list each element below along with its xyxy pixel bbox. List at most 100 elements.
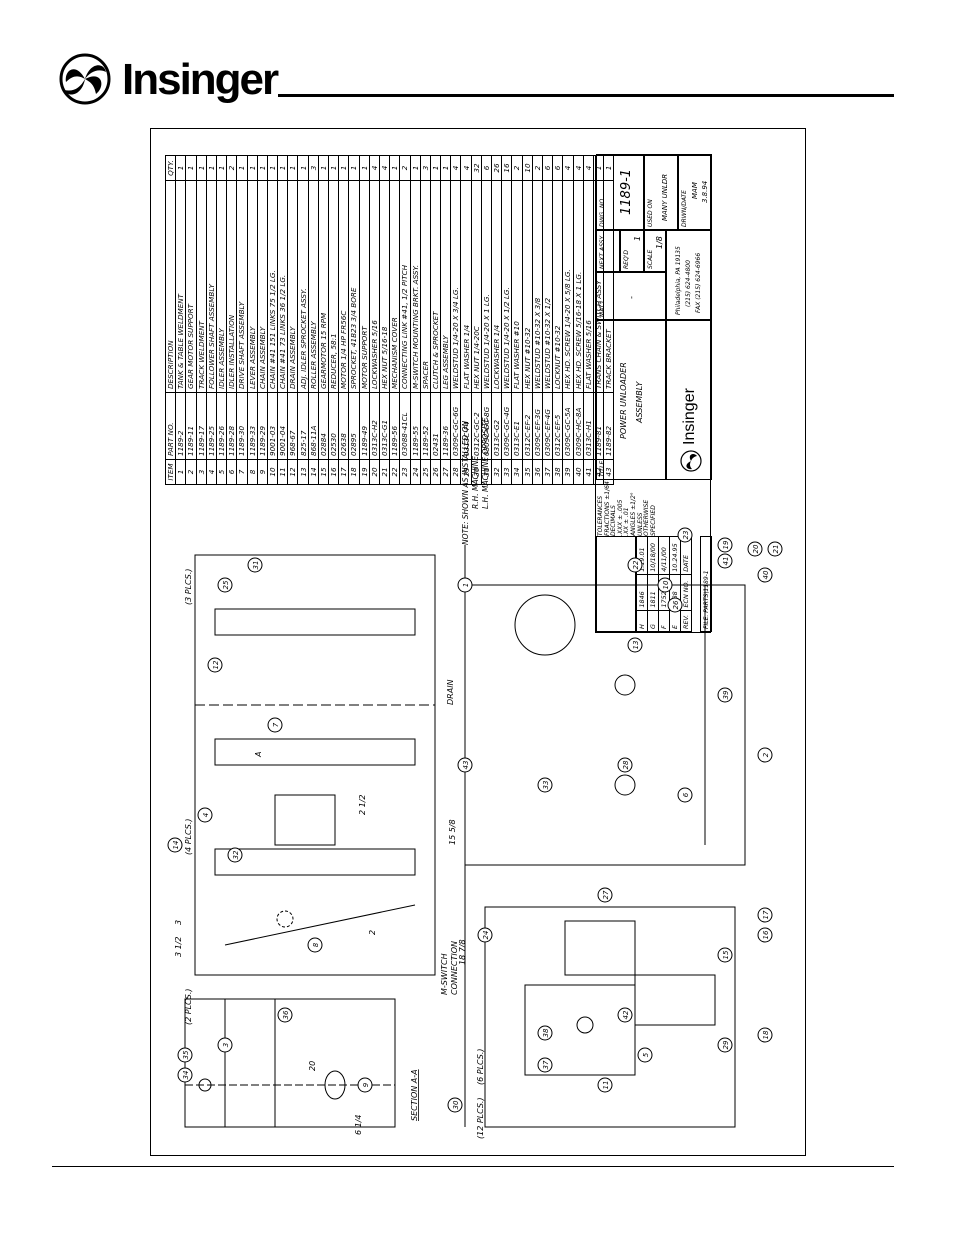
- bom-item: 9: [257, 459, 268, 485]
- bom-part-number: 868-11A: [308, 392, 319, 460]
- bom-description: GEARMOTOR 15 RPM: [318, 180, 329, 393]
- title-block: H18461.19.01G181110/18/00F17524/11/00E12…: [595, 154, 712, 633]
- bom-item: 22: [389, 459, 400, 485]
- item-balloon-number: 19: [722, 540, 730, 549]
- bom-item: 28: [450, 459, 461, 485]
- bom-header-item: ITEM: [165, 459, 176, 485]
- item-balloon-number: 14: [172, 841, 180, 850]
- m-switch-connection-label: CONNECTION: [450, 941, 459, 995]
- roller-left: [214, 848, 416, 876]
- bom-description: ROLLER ASSEMBLY: [308, 180, 319, 393]
- item-balloon: [477, 927, 493, 943]
- bom-part-number: 0309C-GC-4G: [501, 392, 512, 460]
- item-balloon: [757, 927, 773, 943]
- item-balloon: [537, 1025, 553, 1041]
- gearmotor-body: [514, 594, 576, 656]
- motor-support-outline: [564, 920, 636, 976]
- bom-part-number: 1189-52: [420, 392, 431, 460]
- matl-value: -: [627, 296, 636, 299]
- bom-item: 38: [552, 459, 563, 485]
- bom-header-qty: QTY.: [165, 155, 176, 181]
- bom-qty: 1: [348, 155, 360, 181]
- item-balloon-number: 10: [662, 580, 670, 589]
- bom-header-part: PART NO.: [165, 392, 176, 460]
- item-balloon-number: 35: [182, 1050, 190, 1059]
- bom-qty: 6: [552, 155, 563, 181]
- bom-item: 26: [430, 459, 441, 485]
- plcs-12: (12 PLCS.): [476, 1097, 485, 1139]
- roller-table-outline: [194, 554, 436, 976]
- bom-qty: 4: [460, 155, 472, 181]
- item-balloon: [207, 657, 223, 673]
- drawn-label: DRWN/DATE: [681, 190, 688, 227]
- bom-qty: 32: [471, 155, 482, 181]
- section-aa-label: SECTION A-A: [410, 1069, 419, 1121]
- item-balloon: [657, 577, 673, 593]
- bom-qty: 3: [308, 155, 319, 181]
- bom-item: 23: [399, 459, 410, 485]
- roller-middle: [214, 738, 416, 766]
- mechanism-cover-outline: [484, 906, 736, 1128]
- bom-qty: 26: [491, 155, 502, 181]
- section-aa-track-outline: [184, 998, 396, 1128]
- bom-part-number: 0309C-EF-4G: [542, 392, 553, 460]
- dim-18-78: 18 7/8: [458, 939, 467, 965]
- bom-item: 19: [359, 459, 370, 485]
- item-balloon: [717, 1037, 733, 1053]
- dim-20: 20: [308, 1061, 317, 1071]
- item-balloon-number: 28: [622, 760, 630, 769]
- bom-qty: 1: [410, 155, 421, 181]
- bom-part-number: 1189-17: [196, 392, 207, 460]
- item-balloon-number: 42: [622, 1010, 630, 1019]
- next-assy-label: NEXT ASSY: [599, 235, 606, 269]
- tank-outline: [464, 584, 746, 866]
- drawing-number: 1189-1: [619, 168, 634, 215]
- section-mark-a: A: [254, 752, 263, 758]
- bom-description: CHAIN ASSEMBLY: [257, 180, 268, 393]
- bom-part-number: 0312C-EF-5: [552, 392, 563, 460]
- insinger-small-logo-icon: [680, 450, 702, 472]
- item-balloon-number: 12: [212, 660, 220, 669]
- idler-sprocket-1: [614, 774, 636, 796]
- dim-15-58: 15 5/8: [448, 819, 457, 845]
- bom-description: WELDSTUD 1/4-20 X 3/4 LG.: [450, 180, 461, 393]
- item-balloon: [717, 553, 733, 569]
- bom-header-row: ITEM PART NO. DESCRIPTION QTY.: [165, 155, 176, 485]
- item-balloon: [447, 1097, 463, 1113]
- bom-description: FOLLOWER SHAFT ASSEMBLY: [206, 180, 217, 393]
- bom-part-number: 1189-28: [226, 392, 237, 460]
- plcs-3: (3 PLCS.): [184, 568, 193, 605]
- bom-qty: 1: [359, 155, 370, 181]
- bom-qty: 6: [542, 155, 553, 181]
- bom-part-number: 0309C-GC-5A: [562, 392, 573, 460]
- bom-description: HEX HD. SCREW 5/16-18 X 1 LG.: [573, 180, 584, 393]
- item-balloon: [627, 637, 643, 653]
- bom-qty: 1: [430, 155, 441, 181]
- idler-sprocket-2: [614, 674, 636, 696]
- bom-qty: 1: [185, 155, 197, 181]
- bom-description: CONNECTING LINK #41, 1/2 PITCH: [399, 180, 410, 393]
- bom-item: 12: [287, 459, 298, 485]
- bom-description: M-SWITCH MOUNTING BRKT. ASSY.: [410, 180, 421, 393]
- item-balloon: [637, 1047, 653, 1063]
- item-balloon: [217, 1037, 233, 1053]
- bom-part-number: 0313C-G1: [379, 392, 390, 460]
- bom-item: 2: [185, 459, 197, 485]
- item-balloon: [217, 577, 233, 593]
- bom-qty: 4: [450, 155, 461, 181]
- bom-description: MOTOR SUPPORT: [359, 180, 370, 393]
- bom-item: 16: [328, 459, 339, 485]
- bom-qty: 1: [206, 155, 217, 181]
- bom-qty: 1: [216, 155, 227, 181]
- bom-qty: 4: [562, 155, 573, 181]
- used-on-cell: USED ON MANY UNLDR: [644, 154, 678, 230]
